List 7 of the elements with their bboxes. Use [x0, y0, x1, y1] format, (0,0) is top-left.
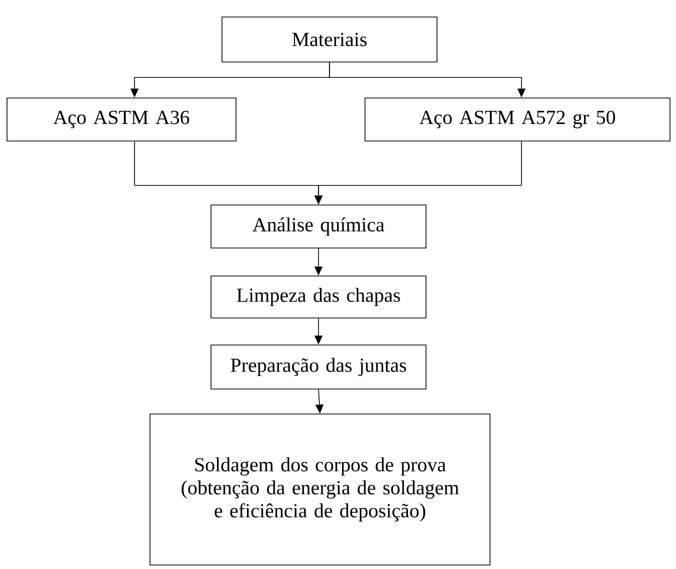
process-box: Aço ASTM A572 gr 50: [364, 98, 670, 142]
process-box: Análise química: [210, 204, 426, 248]
process-box: Materiais: [222, 16, 438, 62]
process-box: Limpeza das chapas: [210, 276, 426, 318]
process-box: Preparação das juntas: [210, 344, 426, 390]
process-box: Soldagem dos corpos de prova (obtenção da energia de soldagem e eficiência de deposição): [150, 414, 490, 566]
process-box: Aço ASTM A36: [6, 98, 236, 142]
